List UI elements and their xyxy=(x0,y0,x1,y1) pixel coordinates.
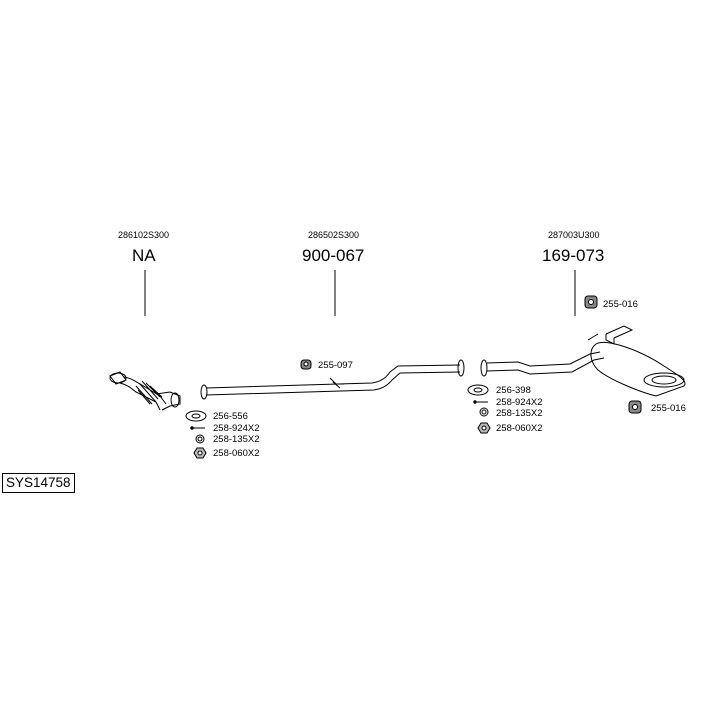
gasket-part-rear[interactable]: 256-398 xyxy=(496,385,531,396)
nut-icon xyxy=(193,447,207,459)
spring-washer-icon xyxy=(195,434,205,444)
washer-part-rear[interactable]: 258-135X2 xyxy=(496,408,543,419)
gasket-icon xyxy=(467,384,489,396)
rubber-hanger-icon xyxy=(628,400,642,414)
washer-part-front[interactable]: 258-135X2 xyxy=(213,434,260,445)
part-number-rear[interactable]: 169-073 xyxy=(542,246,605,265)
hanger-part-middle[interactable]: 255-097 xyxy=(318,360,353,371)
rear-muffler-drawing[interactable] xyxy=(480,325,686,397)
bolt-icon xyxy=(473,400,488,404)
part-number-front[interactable]: NA xyxy=(132,246,156,265)
nut-icon xyxy=(477,422,491,434)
front-pipe-drawing[interactable] xyxy=(109,371,181,411)
rubber-hanger-icon xyxy=(584,295,598,309)
rubber-hanger-icon xyxy=(300,359,312,370)
gasket-icon xyxy=(185,410,207,422)
oem-number-front: 286102S300 xyxy=(118,230,170,240)
spring-washer-icon xyxy=(479,407,489,417)
nut-part-front[interactable]: 258-060X2 xyxy=(213,448,260,459)
oem-number-middle: 286502S300 xyxy=(308,230,360,240)
part-number-middle[interactable]: 900-067 xyxy=(302,246,365,265)
oem-number-rear: 287003U300 xyxy=(548,230,600,240)
nut-part-rear[interactable]: 258-060X2 xyxy=(496,423,543,434)
bolt-part-front[interactable]: 258-924X2 xyxy=(213,423,260,434)
hanger-part-rear-top[interactable]: 255-016 xyxy=(603,299,638,310)
middle-pipe-drawing[interactable] xyxy=(200,359,465,400)
bolt-part-rear[interactable]: 258-924X2 xyxy=(496,397,543,408)
gasket-part-front[interactable]: 256-556 xyxy=(213,411,248,422)
hanger-part-rear-bottom[interactable]: 255-016 xyxy=(651,403,686,414)
bolt-icon xyxy=(190,426,205,430)
system-code-label: SYS14758 xyxy=(2,473,75,493)
